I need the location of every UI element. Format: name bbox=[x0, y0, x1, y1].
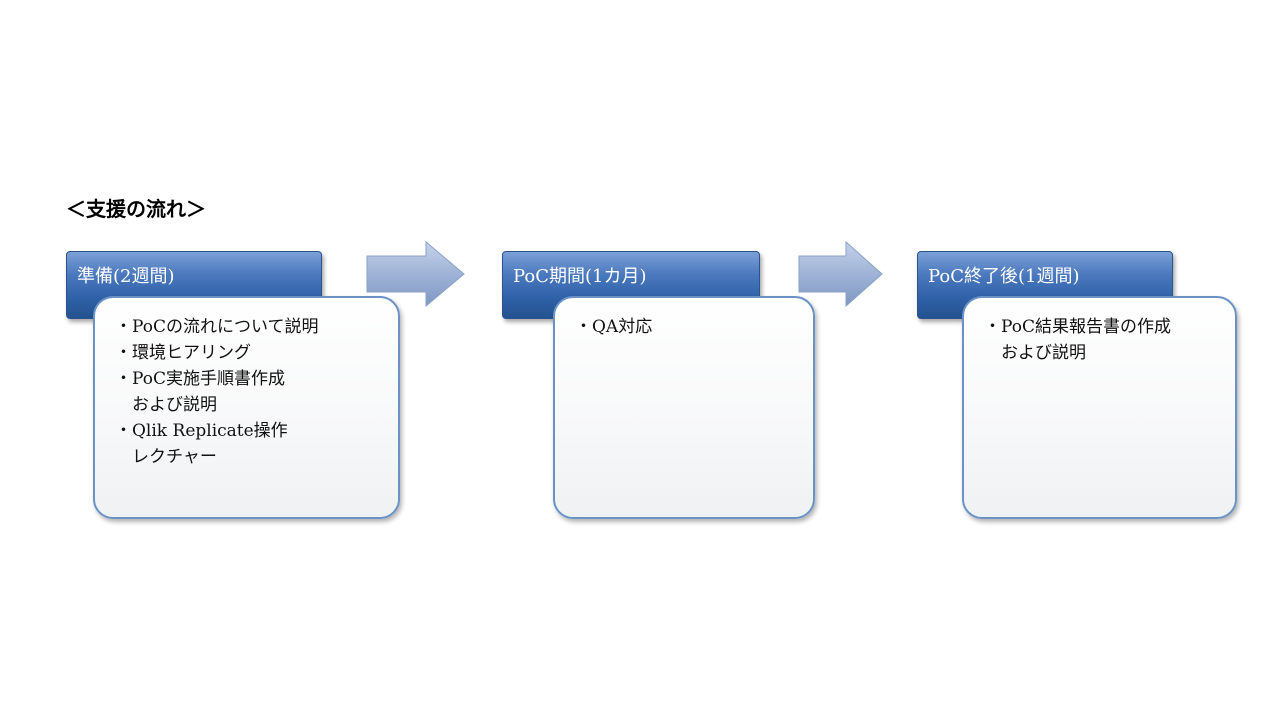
right-arrow-icon bbox=[366, 240, 465, 308]
stage-item: ・Qlik Replicate操作 レクチャー bbox=[115, 421, 288, 467]
stage-item: ・QA対応 bbox=[575, 317, 653, 337]
right-arrow-icon bbox=[798, 240, 883, 308]
stage-box-poc-period: ・QA対応 bbox=[553, 296, 815, 519]
stage-box-post-poc: ・PoC結果報告書の作成 および説明 bbox=[962, 296, 1237, 519]
section-title: ＜支援の流れ＞ bbox=[66, 197, 206, 221]
stage-item: ・PoC結果報告書の作成 および説明 bbox=[984, 317, 1171, 363]
stage-item: ・PoCの流れについて説明 bbox=[115, 317, 319, 337]
stage-item: ・環境ヒアリング bbox=[115, 343, 251, 363]
stage-box-preparation: ・PoCの流れについて説明 ・環境ヒアリング ・PoC実施手順書作成 および説明… bbox=[93, 296, 400, 519]
stage-item: ・PoC実施手順書作成 および説明 bbox=[115, 369, 285, 415]
